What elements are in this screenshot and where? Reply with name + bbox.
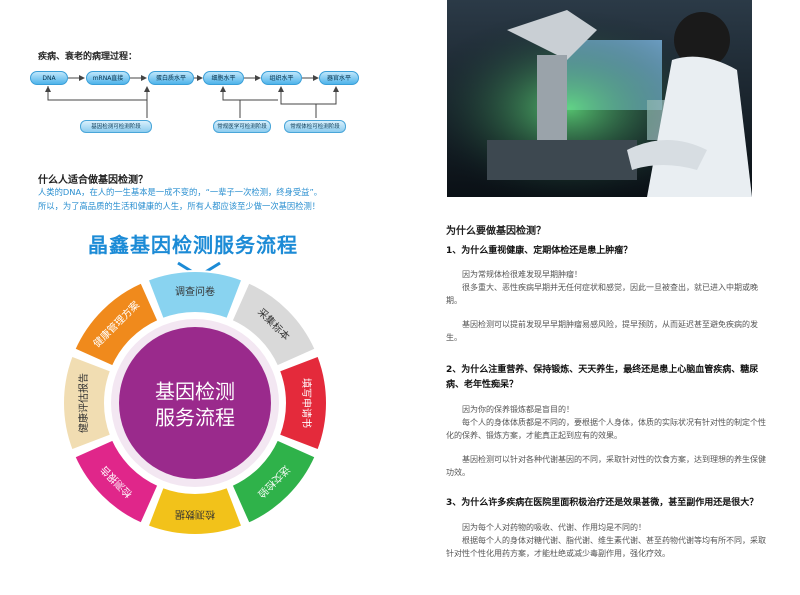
why-gene-test-title: 为什么要做基因检测？ [446, 226, 546, 237]
who-line-2: 所以，为了高品质的生活和健康的人生，所有人都应该至少做一次基因检测！ [38, 201, 321, 211]
wheel-segment-label-1: 调查问卷 [175, 285, 215, 298]
flow-node-dna: DNA [30, 71, 68, 85]
wheel-center-text-1: 基因检测 [155, 380, 235, 404]
wheel-center-circle [119, 327, 271, 479]
question-1: 1、为什么重视健康、定期体检还是患上肿瘤？ [446, 246, 633, 256]
wheel-center-text-2: 服务流程 [155, 406, 235, 430]
service-process-title: 晶鑫基因检测服务流程 [88, 233, 298, 257]
wheel-segment-label-5: 检测数据 [175, 508, 215, 521]
lab-microscope-photo [447, 0, 752, 197]
tool-gene-test: 基因检测可检测阶段 [80, 120, 152, 133]
flow-node-protein: 蛋白质水平 [148, 71, 194, 85]
tool-medical-test: 常规医学可检测阶段 [213, 120, 271, 133]
q2-para-3: 基因检测可以针对各种代谢基因的不同，采取针对性的饮食方案，达到理想的养生保健功效… [446, 455, 766, 477]
q1-para-2: 很多重大、恶性疾病早期并无任何症状和感觉，因此一旦被查出，就已进入中期或晚期。 [446, 283, 758, 305]
service-process-wheel: 调查问卷采集标本填写申请书送交检验检测数据检测报告健康评估报告健康管理方案基因检… [62, 270, 328, 536]
q2-para-1: 因为你的保养锻炼都是盲目的！ [462, 405, 574, 414]
microscope-scene-image [447, 0, 752, 197]
question-2: 2、为什么注重营养、保持锻炼、天天养生，最终还是患上心脑血管疾病、糖尿病、老年性… [446, 365, 759, 390]
wheel-segment-5 [146, 485, 244, 536]
wheel-segment-4 [230, 438, 317, 525]
wheel-segment-label-3: 填写申请书 [300, 378, 313, 428]
q1-para-3: 基因检测可以提前发现早早期肿瘤易感风险，提早预防，从而延迟甚至避免疾病的发生。 [446, 320, 758, 342]
wheel-segment-1 [146, 270, 244, 321]
q1-para-1: 因为常规体检很难发现早期肿瘤！ [462, 270, 582, 279]
q3-para-2: 根据每个人的身体对糖代谢、脂代谢、维生素代谢、甚至药物代谢等均有所不同，采取针对… [446, 536, 766, 558]
who-suitable-title: 什么人适合做基因检测？ [38, 175, 148, 186]
flow-node-tissue: 组织水平 [261, 71, 302, 85]
q3-para-1: 因为每个人对药物的吸收、代谢、作用均是不同的！ [462, 523, 646, 532]
wheel-segment-6 [73, 438, 160, 525]
pathology-title: 疾病、衰老的病理过程： [38, 52, 138, 62]
flow-node-organ: 器官水平 [319, 71, 359, 85]
wheel-segment-3 [277, 354, 328, 452]
wheel-segment-label-7: 健康评估报告 [77, 373, 90, 433]
flow-node-cell: 细胞水平 [203, 71, 244, 85]
wheel-segment-7 [62, 354, 113, 452]
wheel-segment-8 [73, 281, 160, 368]
flow-arrows [45, 75, 339, 118]
question-3: 3、为什么许多疾病在医院里面积极治疗还是效果甚微，甚至副作用还是很大？ [446, 498, 759, 508]
tool-routine-test: 常规体检可检测阶段 [284, 120, 346, 133]
pathology-flow-diagram: DNA mRNA直接 蛋白质水平 细胞水平 组织水平 器官水平 基因检测可检测阶… [30, 64, 370, 144]
q2-para-2: 每个人的身体体质都是不同的，要根据个人身体，体质的实际状况有针对性的制定个性化的… [446, 418, 766, 440]
wheel-segment-2 [230, 281, 317, 368]
who-line-1: 人类的DNA，在人的一生基本是一成不变的，“一辈子一次检测，终身受益”。 [38, 187, 323, 197]
flow-node-mrna: mRNA直接 [86, 71, 130, 85]
